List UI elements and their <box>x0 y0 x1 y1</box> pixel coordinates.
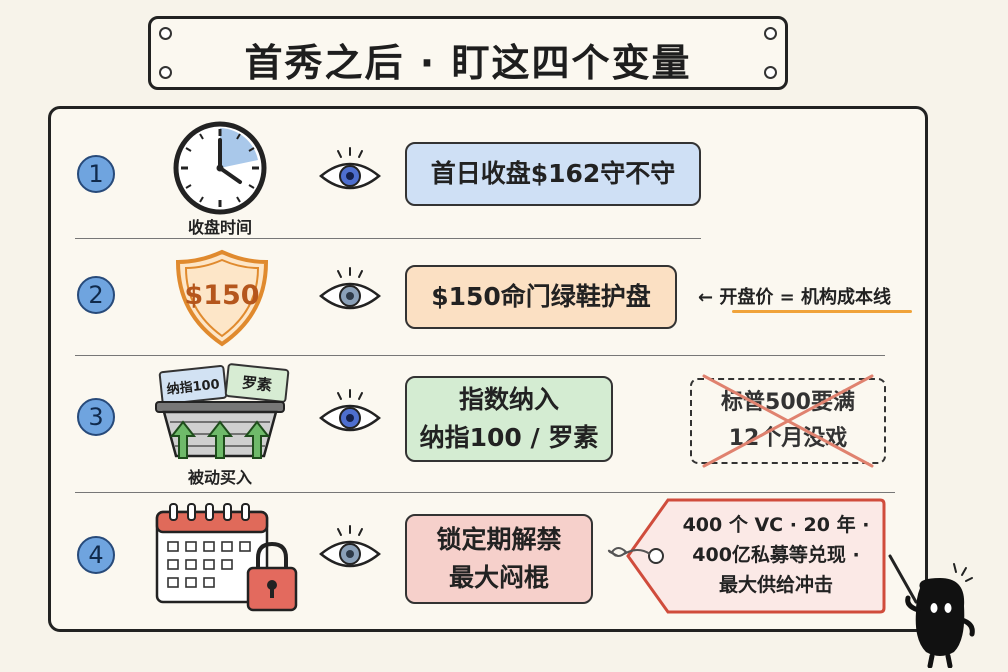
variable-box: 锁定期解禁 最大闷棍 <box>405 514 593 604</box>
tag-line: 最大供给冲击 <box>718 574 833 596</box>
eye-icon <box>319 147 381 190</box>
screw-icon <box>159 66 172 79</box>
variable-box: 指数纳入 纳指100 / 罗素 <box>405 376 613 462</box>
screw-icon <box>764 66 777 79</box>
title-plaque: 首秀之后 · 盯这四个变量 <box>148 16 788 90</box>
step-number: 2 <box>77 276 115 314</box>
step-number: 4 <box>77 536 115 574</box>
box-line: 指数纳入 <box>458 385 559 414</box>
eye-icon <box>319 389 381 432</box>
basket-caption: 被动买入 <box>187 468 252 487</box>
arrow-up-icon <box>244 420 270 459</box>
clock-icon <box>173 121 267 215</box>
eye-icon <box>319 267 381 310</box>
ruled-out-line: 12个月没戏 <box>728 426 848 451</box>
cross-out-icon <box>702 374 874 468</box>
ruled-out-line: 标普500要满 <box>721 390 855 415</box>
screw-icon <box>764 27 777 40</box>
arrow-up-icon <box>207 420 233 459</box>
shield-label: $150 <box>184 280 260 311</box>
cost-line-note: ← 开盘价 = 机构成本线 <box>698 287 891 308</box>
shield-icon <box>175 249 269 347</box>
calendar-icon <box>155 503 269 604</box>
row-divider <box>75 492 895 493</box>
variable-box: 首日收盘$162守不守 <box>405 142 701 206</box>
box-line: 纳指100 / 罗素 <box>419 423 599 452</box>
tag-line: 400亿私募等兑现 · <box>692 544 860 566</box>
arrow-up-icon <box>170 420 196 459</box>
highlight-underline <box>732 310 912 313</box>
row-divider <box>75 238 701 239</box>
box-line: 锁定期解禁 <box>436 525 562 554</box>
row-divider <box>75 355 885 356</box>
supply-shock-tag-text: 400 个 VC · 20 年 · 400亿私募等兑现 · 最大供给冲击 <box>672 510 880 600</box>
eye-icon <box>319 525 381 568</box>
screw-icon <box>159 27 172 40</box>
lock-icon <box>246 541 298 612</box>
price-tag-icon <box>607 498 886 614</box>
variable-box: $150命门绿鞋护盘 <box>405 265 677 329</box>
tag-line: 400 个 VC · 20 年 · <box>682 514 870 536</box>
step-number: 1 <box>77 155 115 193</box>
mascot-icon <box>888 554 975 668</box>
box-line: 最大闷棍 <box>448 563 549 592</box>
step-number: 3 <box>77 398 115 436</box>
page-title: 首秀之后 · 盯这四个变量 <box>244 41 692 85</box>
clock-caption: 收盘时间 <box>187 218 252 237</box>
